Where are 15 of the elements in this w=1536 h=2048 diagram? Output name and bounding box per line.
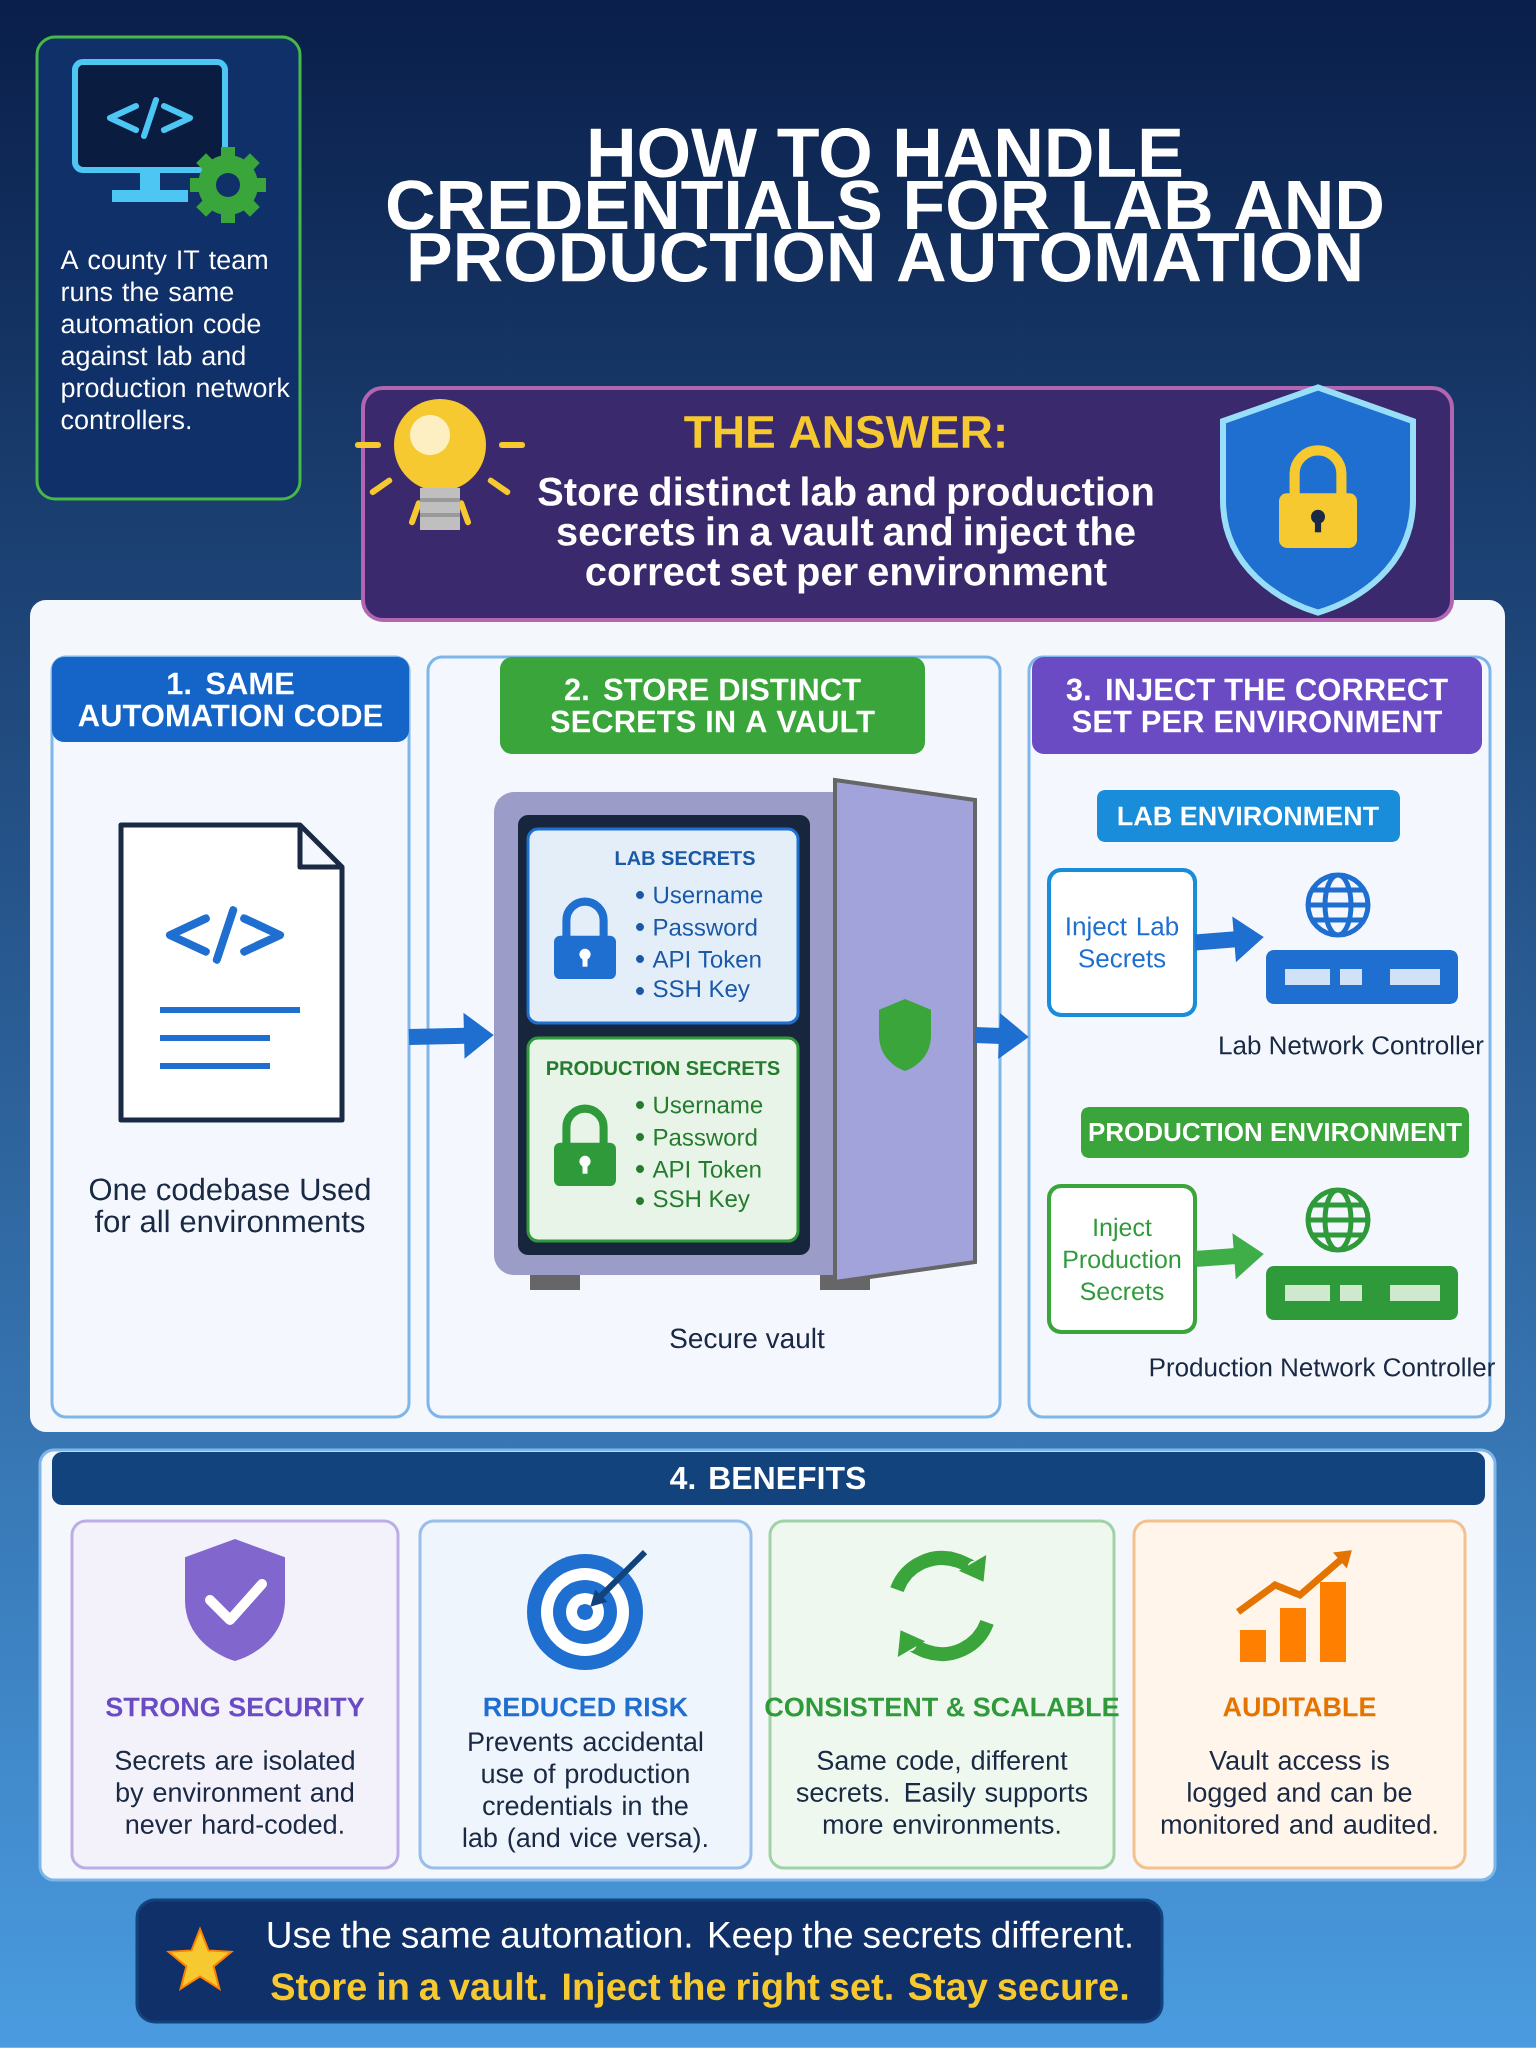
environment-tag: LAB ENVIRONMENT [1097, 790, 1400, 842]
inject-box: Inject Production Secrets [1047, 1184, 1197, 1334]
benefit-card: REDUCED RISK Prevents accidental use of production credentials in the lab (and vice versa). [418, 1519, 753, 1870]
slogan-banner: Use the same automation. Keep the secrets different. Store in a vault. Inject the right set. Stay secure. [135, 1898, 1164, 2024]
node-label: Secure vault [670, 1327, 825, 1349]
inject-box: Inject Lab Secrets [1047, 868, 1197, 1017]
node-label: Lab Network Controller [1220, 1035, 1484, 1055]
benefit-card: AUDITABLE Vault access is logged and can be monitored and audited. [1132, 1519, 1467, 1870]
secrets-card: LAB SECRETS Username Password API Token SSH Key [526, 827, 800, 1025]
title: HOW TO HANDLE CREDENTIALS FOR LAB AND PRODUCTION AUTOMATION [387, 128, 1382, 282]
environment-tag: PRODUCTION ENVIRONMENT [1081, 1107, 1469, 1158]
benefit-card: STRONG SECURITY Secrets are isolated by environment and never hard-coded. [70, 1519, 400, 1870]
node-label: Production Network Controller [1150, 1357, 1495, 1377]
secrets-card: PRODUCTION SECRETS Username Password API Token SSH Key [526, 1036, 800, 1243]
benefit-card: CONSISTENT & SCALABLE Same code, different secrets. Easily supports more environments. [765, 1519, 1119, 1870]
